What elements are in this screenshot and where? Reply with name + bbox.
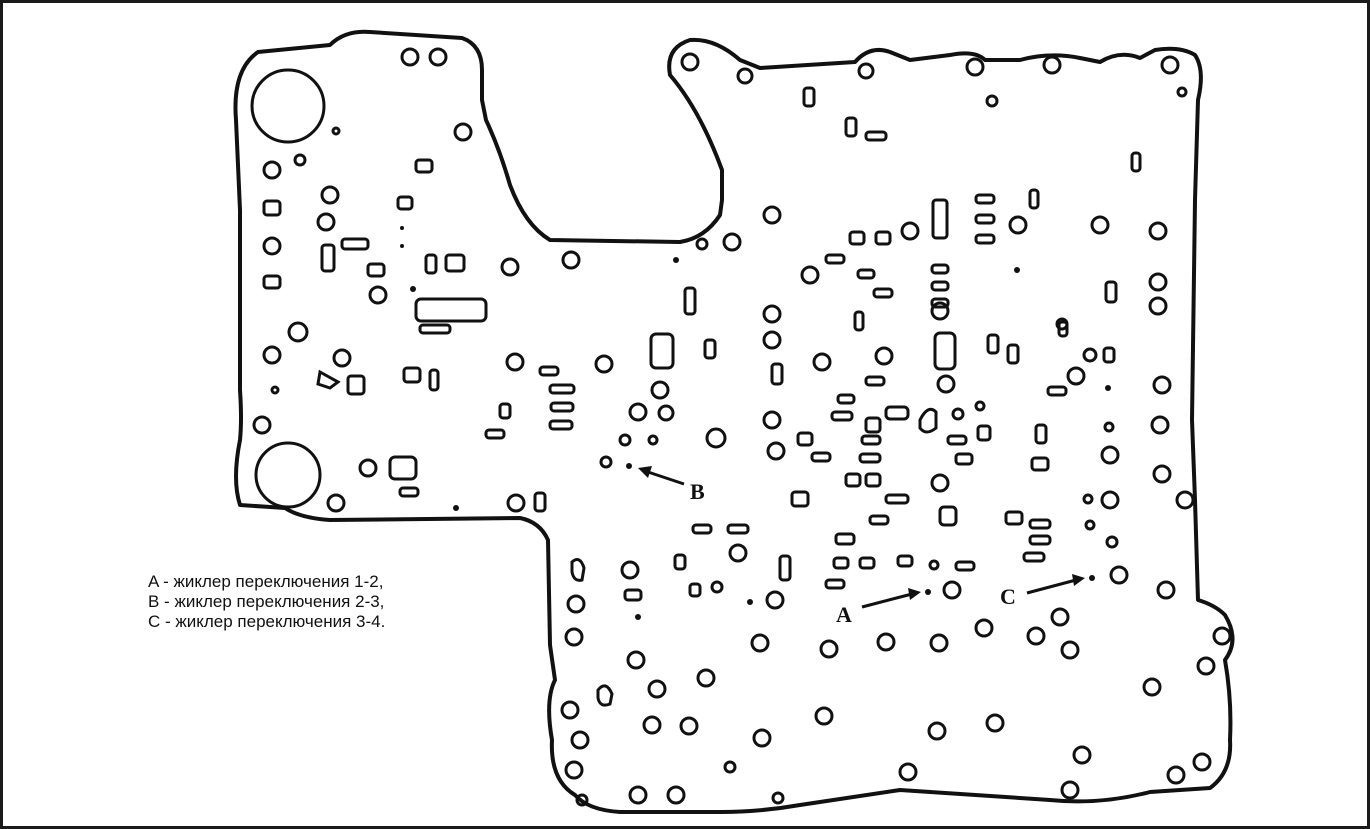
holes-right <box>680 52 1232 785</box>
plate-outline <box>233 29 1235 814</box>
arrow-c <box>1026 574 1085 595</box>
holes-center <box>484 205 832 647</box>
callout-b: B <box>690 479 705 504</box>
legend-item-c: C - жиклер переключения 3-4. <box>148 612 386 631</box>
arrow-a <box>861 588 921 609</box>
holes-bottom <box>560 607 1092 807</box>
legend-item-a: A - жиклер переключения 1-2, <box>148 572 384 591</box>
large-port-bottom <box>254 441 322 509</box>
holes-left-block <box>252 47 581 513</box>
large-port-top <box>250 68 326 144</box>
callout-a: A <box>836 602 852 627</box>
arrow-b <box>638 466 685 486</box>
legend: A - жиклер переключения 1-2, B - жиклер … <box>148 572 385 632</box>
callout-c: C <box>1000 584 1016 609</box>
legend-item-b: B - жиклер переключения 2-3, <box>148 592 385 611</box>
